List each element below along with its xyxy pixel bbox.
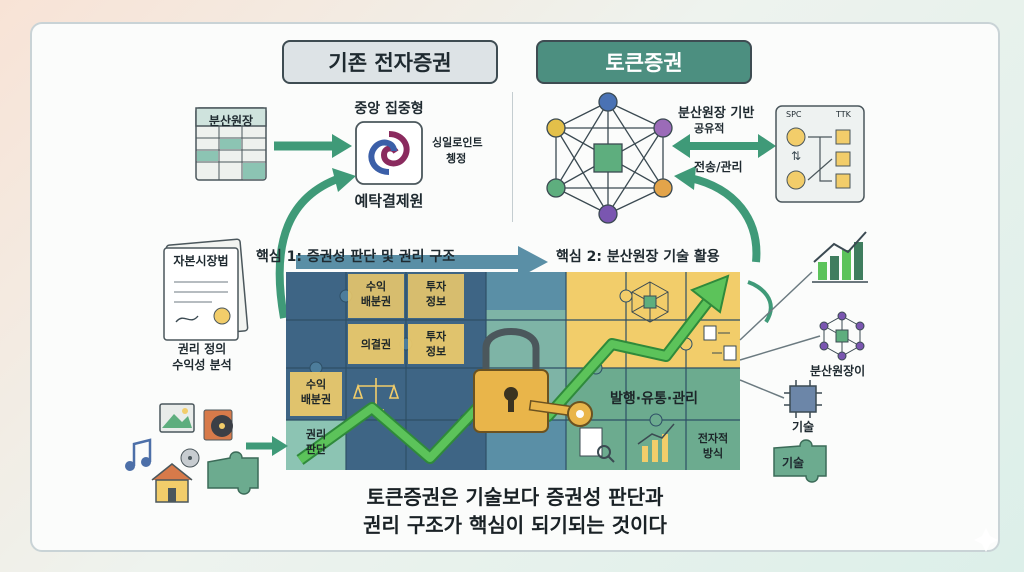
law-document-icon [163,238,249,341]
spc-ttk-panel: ⇅ [775,105,865,203]
section-divider [512,92,513,222]
ledger-label: 분산원장 [208,114,254,128]
chip-icon [784,380,822,418]
electronic-line2: 방식 [702,447,724,460]
token-title-pill: 토큰증권 [536,40,752,84]
ttk-label: TTK [836,110,851,119]
invest1-line1: 투자 [425,280,447,293]
invest2-line2: 정보 [425,345,447,358]
image-icon [159,403,195,433]
legacy-title-pill: 기존 전자증권 [282,40,498,84]
dlt-right-label: 분산원장이 [810,364,866,378]
music-note-icon [125,438,152,471]
transfer-icon [703,325,737,361]
depository-label: 예탁결제원 [354,192,424,210]
side-note-line1: 싱일로인트 [432,136,483,149]
invest1-line2: 정보 [425,295,447,308]
side-note-line2: 쳉정 [446,152,467,165]
central-label: 중앙 집중형 [354,101,424,117]
token-title: 토큰증권 [605,51,683,75]
rights2-line1: 수익 [305,378,327,391]
tech-piece-label: 기술 [782,456,805,470]
core1-label: 핵심 1: 증권성 판단 및 권리 구조 [256,249,456,265]
spc-label: SPC [786,110,802,119]
judgment-line1: 권리 [305,428,327,441]
legacy-title: 기존 전자증권 [328,51,452,75]
invest2-line1: 투자 [425,330,447,343]
growth-chart-icon [812,231,868,283]
law-caption-line2: 수익성 분석 [172,358,232,372]
tech-right-label: 기술 [792,420,815,434]
law-caption-line1: 권리 정의 [177,342,227,356]
electronic-line1: 전자적 [697,432,729,445]
dlt-based-label: 분산원장 기반 [678,106,755,121]
mini-bar-chart-icon [637,423,675,462]
growth-arrow-head [690,274,730,314]
puzzle-piece-left [207,451,259,495]
footer-caption-line2: 권리 구조가 핵심이 되기되는 것이다 [363,513,667,537]
key-icon [528,399,593,427]
house-icon [151,463,193,503]
rights1-line1: 수익 [365,280,387,293]
dlt-cube-network-icon [819,311,865,361]
vinyl-record-icon [203,409,233,441]
rights2-line2: 배분권 [300,393,332,406]
document-search-icon [579,427,615,463]
transfer-label: 전송/관리 [694,160,743,174]
shared-label: 공유적 [694,122,725,135]
puzzle-piece-right [773,439,827,483]
ledger-sheet-icon [195,107,267,181]
judgment-line2: 판단 [305,443,327,456]
disc-icon [180,448,200,468]
svg-text:⇅: ⇅ [791,149,801,163]
sparkle-icon [974,528,998,552]
issuance-label: 발행·유통·관리 [610,391,698,407]
blockchain-network-icon [546,92,673,224]
rights1-line2: 배분권 [360,295,392,308]
arrow-head [332,134,352,158]
footer-caption-line1: 토큰증권은 기술보다 증권성 판단과 [366,485,664,509]
voting-rights-label: 의결권 [360,338,392,351]
law-doc-title: 자본시장법 [173,254,229,268]
core2-label: 핵심 2: 분산원장 기술 활용 [556,249,720,265]
mini-network-icon [631,281,669,323]
ksd-logo [355,121,423,185]
padlock-icon [473,328,549,433]
